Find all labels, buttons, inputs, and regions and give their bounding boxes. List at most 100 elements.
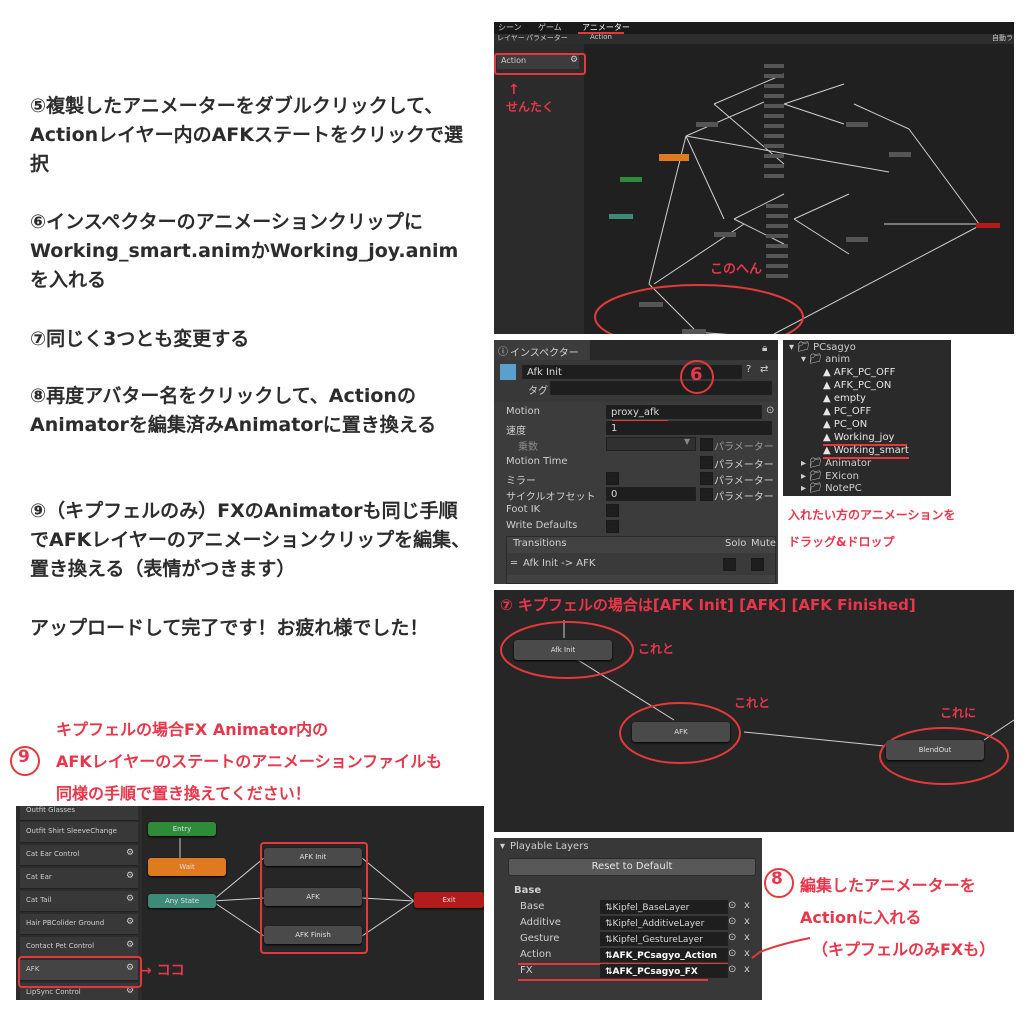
project-window: ▾ 📁︎ PCsagyo ▾ 📁︎ anim ▲ AFK_PC_OFF ▲ AF… — [783, 340, 951, 496]
layer-item[interactable]: Contact Pet Control⚙ — [20, 937, 138, 958]
folder-pcsagyo[interactable]: ▾ 📁︎ PCsagyo — [789, 342, 856, 353]
layer-gesture-field[interactable]: ⇅Kipfel_GestureLayer — [600, 932, 728, 946]
anim-file-working-smart[interactable]: ▲ Working_smart — [823, 445, 909, 456]
speed-field[interactable]: 1 — [606, 421, 772, 435]
state-entry[interactable]: Entry — [148, 822, 216, 836]
state-wait[interactable]: Wait — [148, 858, 226, 876]
cycle-offset-field[interactable]: 0 — [606, 487, 696, 501]
note-8-line2: Actionに入れる — [800, 908, 922, 927]
state-exit[interactable]: Exit — [414, 892, 484, 908]
layer-item[interactable]: Cat Ear⚙ — [20, 868, 138, 889]
state-afk-init[interactable]: AFK Init — [264, 848, 362, 866]
gear-icon[interactable]: ⚙ — [126, 871, 135, 881]
layer-item[interactable]: Outfit Glasses — [20, 806, 138, 821]
help-icon[interactable]: ? — [746, 364, 752, 375]
tab-scene[interactable]: シーン — [498, 23, 522, 32]
cycle-param-checkbox[interactable] — [700, 488, 713, 501]
write-defaults-checkbox[interactable] — [606, 520, 619, 533]
state-entry[interactable] — [620, 177, 642, 182]
gear-icon[interactable]: ⚙ — [126, 848, 135, 858]
gear-icon[interactable]: ⚙ — [126, 917, 135, 927]
mute-checkbox[interactable] — [751, 558, 764, 571]
settings-icon[interactable]: ⇄ — [760, 364, 769, 375]
remove-button[interactable]: x — [744, 916, 750, 927]
state-any[interactable] — [609, 214, 633, 219]
highlight-blendout — [879, 727, 1009, 785]
tag-field[interactable] — [550, 381, 772, 395]
multiplier-param-checkbox[interactable] — [700, 438, 713, 451]
gear-icon[interactable]: ⚙ — [126, 940, 135, 950]
object-picker-icon[interactable]: ⊙ — [728, 900, 737, 911]
tab-inspector[interactable]: インスペクター ⓘ — [494, 340, 590, 360]
object-picker-icon[interactable]: ⊙ — [766, 405, 775, 416]
remove-button[interactable]: x — [744, 964, 750, 975]
circle-8-number: 8 — [771, 869, 783, 889]
state-afk-init[interactable]: Afk Init — [514, 640, 612, 660]
layer-label: Cat Ear Control — [26, 850, 80, 858]
anim-file[interactable]: ▲ PC_OFF — [823, 406, 872, 417]
layer-value: Kipfel_AdditiveLayer — [612, 919, 705, 929]
object-picker-icon[interactable]: ⊙ — [728, 932, 737, 943]
gear-icon[interactable]: ⚙ — [126, 963, 135, 973]
lock-icon[interactable]: 🔒︎ — [762, 343, 768, 354]
layer-item[interactable]: Hair PBColider Ground⚙ — [20, 914, 138, 935]
tab-game[interactable]: ゲーム — [538, 23, 562, 32]
step-6-text: ⑥インスペクターのアニメーションクリップにWorking_smart.animか… — [30, 211, 459, 291]
object-picker-icon[interactable]: ⊙ — [728, 964, 737, 975]
mirror-param-checkbox[interactable] — [700, 472, 713, 485]
remove-button[interactable]: x — [744, 900, 750, 911]
object-picker-icon[interactable]: ⊙ — [728, 948, 737, 959]
foldout-arrow-icon[interactable]: ▾ — [500, 841, 506, 852]
motion-field[interactable]: proxy_afk — [606, 405, 762, 419]
gear-icon[interactable]: ⚙ — [126, 894, 135, 904]
layer-item[interactable]: Cat Tail⚙ — [20, 891, 138, 912]
layer-item-afk[interactable]: AFK⚙ — [20, 960, 138, 981]
state-afk-finish[interactable]: AFK Finish — [264, 926, 362, 944]
state-afk[interactable]: AFK — [264, 888, 362, 906]
object-picker-icon[interactable]: ⊙ — [728, 916, 737, 927]
foot-ik-checkbox[interactable] — [606, 504, 619, 517]
layer-additive-field[interactable]: ⇅Kipfel_AdditiveLayer — [600, 916, 728, 930]
state-blendout[interactable]: BlendOut — [886, 740, 984, 760]
breadcrumb[interactable]: Action — [590, 33, 612, 41]
inspector-tab-bar: インスペクター ⓘ 🔒︎ — [494, 340, 778, 360]
tab-animator[interactable]: アニメーター — [582, 23, 630, 32]
drag-handle-icon[interactable]: ═ — [511, 558, 518, 569]
state-afk-init[interactable] — [639, 302, 663, 307]
layer-fx-field[interactable]: ⇅AFK_PCsagyo_FX — [600, 964, 728, 978]
folder-animator[interactable]: ▸ 📁︎ Animator — [801, 458, 872, 469]
state-any[interactable]: Any State — [148, 894, 216, 908]
layer-item-action[interactable]: Action ⚙ — [497, 55, 579, 69]
reset-to-default-button[interactable]: Reset to Default — [508, 858, 756, 876]
anim-file[interactable]: ▲ AFK_PC_ON — [823, 380, 892, 391]
anim-file[interactable]: ▲ empty — [823, 393, 866, 404]
folder-anim[interactable]: ▾ 📁︎ anim — [801, 354, 851, 365]
multiplier-dropdown[interactable] — [606, 437, 696, 451]
layer-action-field[interactable]: ⇅AFK_PCsagyo_Action — [600, 948, 728, 962]
layer-item[interactable]: Outfit Shirt SleeveChange — [20, 822, 138, 843]
solo-checkbox[interactable] — [723, 558, 736, 571]
auto-live-toggle[interactable]: 自動ラ — [992, 34, 1013, 42]
anim-file-working-joy[interactable]: ▲ Working_joy — [823, 432, 895, 443]
mirror-checkbox[interactable] — [606, 472, 619, 485]
anim-file[interactable]: ▲ AFK_PC_OFF — [823, 367, 896, 378]
tab-layers[interactable]: レイヤー — [497, 34, 525, 42]
folder-notepc[interactable]: ▸ 📁︎ NotePC — [801, 483, 862, 494]
layer-item[interactable]: Cat Ear Control ⚙ — [20, 845, 138, 866]
folder-exicon[interactable]: ▸ 📁︎ EXicon — [801, 471, 859, 482]
state-exit[interactable] — [976, 223, 1000, 228]
transition-row[interactable]: ═ Afk Init -> AFK — [507, 553, 775, 575]
gear-icon[interactable]: ⚙ — [126, 986, 135, 996]
motion-time-param-checkbox[interactable] — [700, 456, 713, 469]
state-afk[interactable]: AFK — [632, 722, 730, 742]
state-afk[interactable] — [682, 329, 706, 334]
layer-base-field[interactable]: ⇅Kipfel_BaseLayer — [600, 900, 728, 914]
tab-parameters[interactable]: パラメーター — [526, 34, 568, 42]
remove-button[interactable]: x — [744, 932, 750, 943]
remove-button[interactable]: x — [744, 948, 750, 959]
gear-icon[interactable]: ⚙ — [570, 55, 579, 65]
mirror-label: ミラー — [506, 476, 536, 487]
anim-file[interactable]: ▲ PC_ON — [823, 419, 868, 430]
playable-layers-title[interactable]: Playable Layers — [510, 841, 589, 852]
state-default-orange[interactable] — [659, 154, 689, 161]
